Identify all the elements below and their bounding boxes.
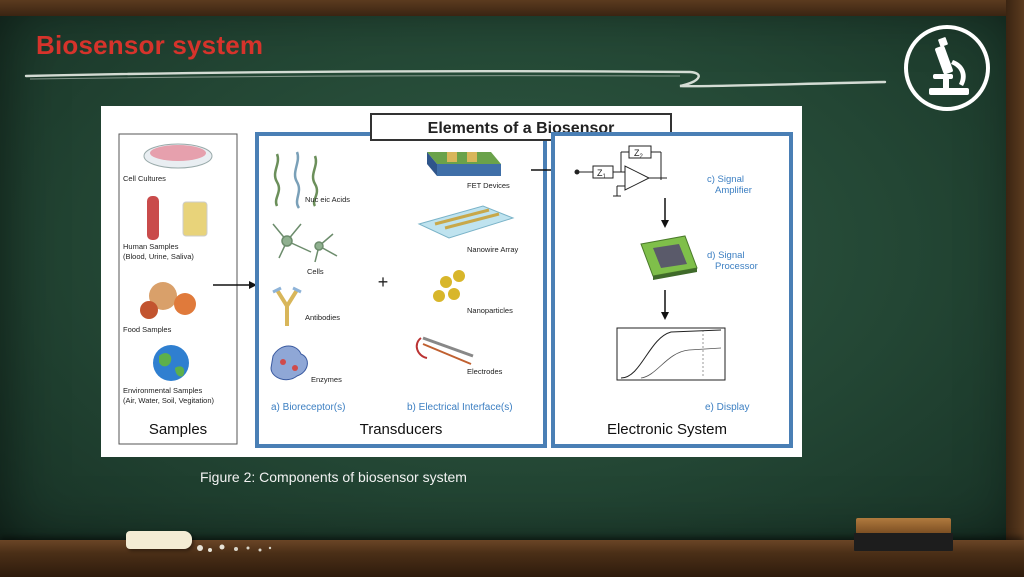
electronic-system-box — [551, 132, 793, 448]
bioreceptor-label-antibodies: Antibodies — [305, 313, 340, 322]
transducers-title: Transducers — [360, 421, 443, 438]
nucleic-acid-icon — [273, 153, 281, 207]
board-frame-top — [0, 0, 1024, 16]
label-bioreceptors: a) Bioreceptor(s) — [271, 402, 345, 413]
microscope-icon — [904, 25, 990, 111]
interface-label-electrodes: Electrodes — [467, 367, 503, 376]
sample-label-food: Food Samples — [123, 325, 172, 334]
sample-label-human: Human Samples — [123, 242, 179, 251]
samples-title: Samples — [149, 421, 207, 438]
interface-label-nanoparticles: Nanoparticles — [467, 306, 513, 315]
electrodes-icon — [415, 336, 474, 365]
impedance-z1: Z1 — [597, 168, 607, 180]
figure-header-box — [370, 113, 672, 141]
amplifier-label-line2: Amplifier — [715, 185, 752, 196]
nanoparticles-icon — [433, 270, 465, 302]
interface-label-nanowire: Nanowire Array — [467, 245, 519, 254]
chalk-underline — [24, 70, 887, 88]
sample-label-environmental: Environmental Samples — [123, 386, 202, 395]
sample-label-human-detail: (Blood, Urine, Saliva) — [123, 252, 194, 261]
display-plot-icon — [616, 327, 726, 381]
processor-label-line2: Processor — [715, 261, 758, 272]
display-label: e) Display — [705, 402, 749, 413]
plus-sign: + — [378, 272, 389, 292]
cells-icon — [272, 223, 338, 263]
processor-label-line1: d) Signal — [707, 250, 745, 261]
signal-processor-icon — [640, 235, 698, 280]
nanowire-array-icon — [417, 205, 515, 239]
impedance-z2: Z2 — [634, 148, 644, 160]
eraser-felt — [854, 533, 953, 551]
bioreceptor-label-enzymes: Enzymes — [311, 375, 342, 384]
board-frame-right — [1006, 0, 1024, 548]
food-icon — [149, 282, 177, 310]
eraser-handle — [856, 518, 951, 534]
slide-title: Biosensor system — [36, 30, 264, 60]
label-electrical-interfaces: b) Electrical Interface(s) — [407, 402, 513, 413]
antibody-icon — [272, 286, 302, 326]
globe-icon — [153, 345, 189, 381]
bioreceptor-label-cells: Cells — [307, 267, 324, 276]
sample-label-environmental-detail: (Air, Water, Soil, Vegitation) — [123, 396, 215, 405]
interface-label-fet: FET Devices — [467, 181, 510, 190]
amplifier-label-line1: c) Signal — [707, 174, 744, 185]
chalk-piece — [126, 531, 192, 549]
bioreceptor-label-nucleic-acids: Nuc eic Acids — [305, 195, 350, 204]
urine-jar-icon — [182, 201, 208, 237]
blood-tube-icon — [147, 196, 159, 240]
figure-caption: Figure 2: Components of biosensor system — [200, 469, 467, 485]
amplifier-circuit-icon — [574, 145, 667, 197]
fet-device-icon — [427, 152, 501, 176]
biosensor-diagram: Cell Cultures Human Samples (Blood, Urin… — [118, 113, 793, 448]
sample-label-cell-cultures: Cell Cultures — [123, 174, 166, 183]
transducers-box — [255, 132, 547, 448]
enzyme-icon — [270, 345, 308, 381]
biosensor-figure: Cell Cultures Human Samples (Blood, Urin… — [101, 106, 802, 457]
samples-box — [118, 133, 238, 445]
chalk-dust — [197, 544, 272, 552]
electronic-system-title: Electronic System — [607, 421, 727, 438]
